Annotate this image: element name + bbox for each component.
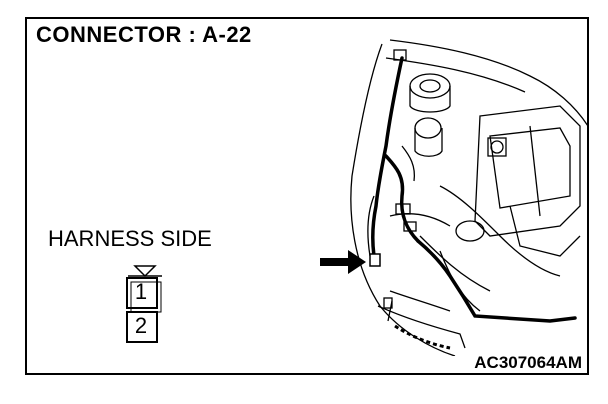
pin-box-1 xyxy=(126,277,158,309)
reservoir-tank xyxy=(409,73,451,99)
pin-number-2: 2 xyxy=(134,313,148,338)
engine-bay-drawing xyxy=(320,39,589,357)
pin-box-2 xyxy=(126,311,158,343)
location-arrow-icon xyxy=(320,250,366,274)
engine-bay-illustration xyxy=(290,36,589,357)
connector-outline xyxy=(126,265,162,343)
pin-number-1: 1 xyxy=(134,279,148,304)
connector-symbol: 1 2 xyxy=(100,264,190,350)
diagram-frame xyxy=(25,17,589,375)
connector-lock-marker xyxy=(133,265,157,278)
figure-id: AC307064AM xyxy=(474,353,582,372)
fluid-cap xyxy=(414,117,442,139)
harness-side-label: HARNESS SIDE xyxy=(48,226,212,251)
engine-block xyxy=(474,105,581,237)
connector-a22-location xyxy=(369,253,381,267)
connector-title: CONNECTOR : A-22 xyxy=(36,22,252,47)
